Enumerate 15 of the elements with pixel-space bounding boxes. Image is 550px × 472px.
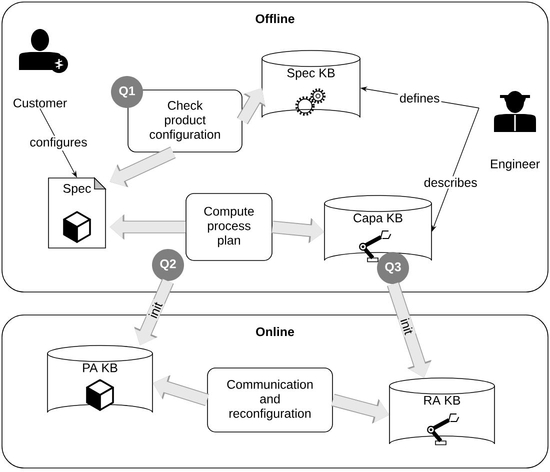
- query-badge: Q1: [111, 76, 143, 108]
- edge-label: init: [146, 298, 165, 322]
- person-label: Customer: [14, 98, 67, 108]
- edge-label: init: [398, 315, 416, 338]
- query-badge: Q3: [377, 252, 409, 284]
- process-box: Compute process plan: [186, 193, 272, 261]
- database-cylinder: Capa KB: [324, 195, 432, 261]
- database-cylinder: Spec KB: [262, 50, 360, 118]
- query-badge: Q2: [152, 249, 184, 281]
- person-label: Engineer: [491, 159, 540, 171]
- process-box: Communication and reconfiguration: [207, 368, 333, 432]
- edge-label: describes: [422, 176, 479, 188]
- edge-label: defines: [398, 92, 442, 104]
- database-cylinder: RA KB: [389, 378, 495, 444]
- edge-label: configures: [28, 136, 89, 151]
